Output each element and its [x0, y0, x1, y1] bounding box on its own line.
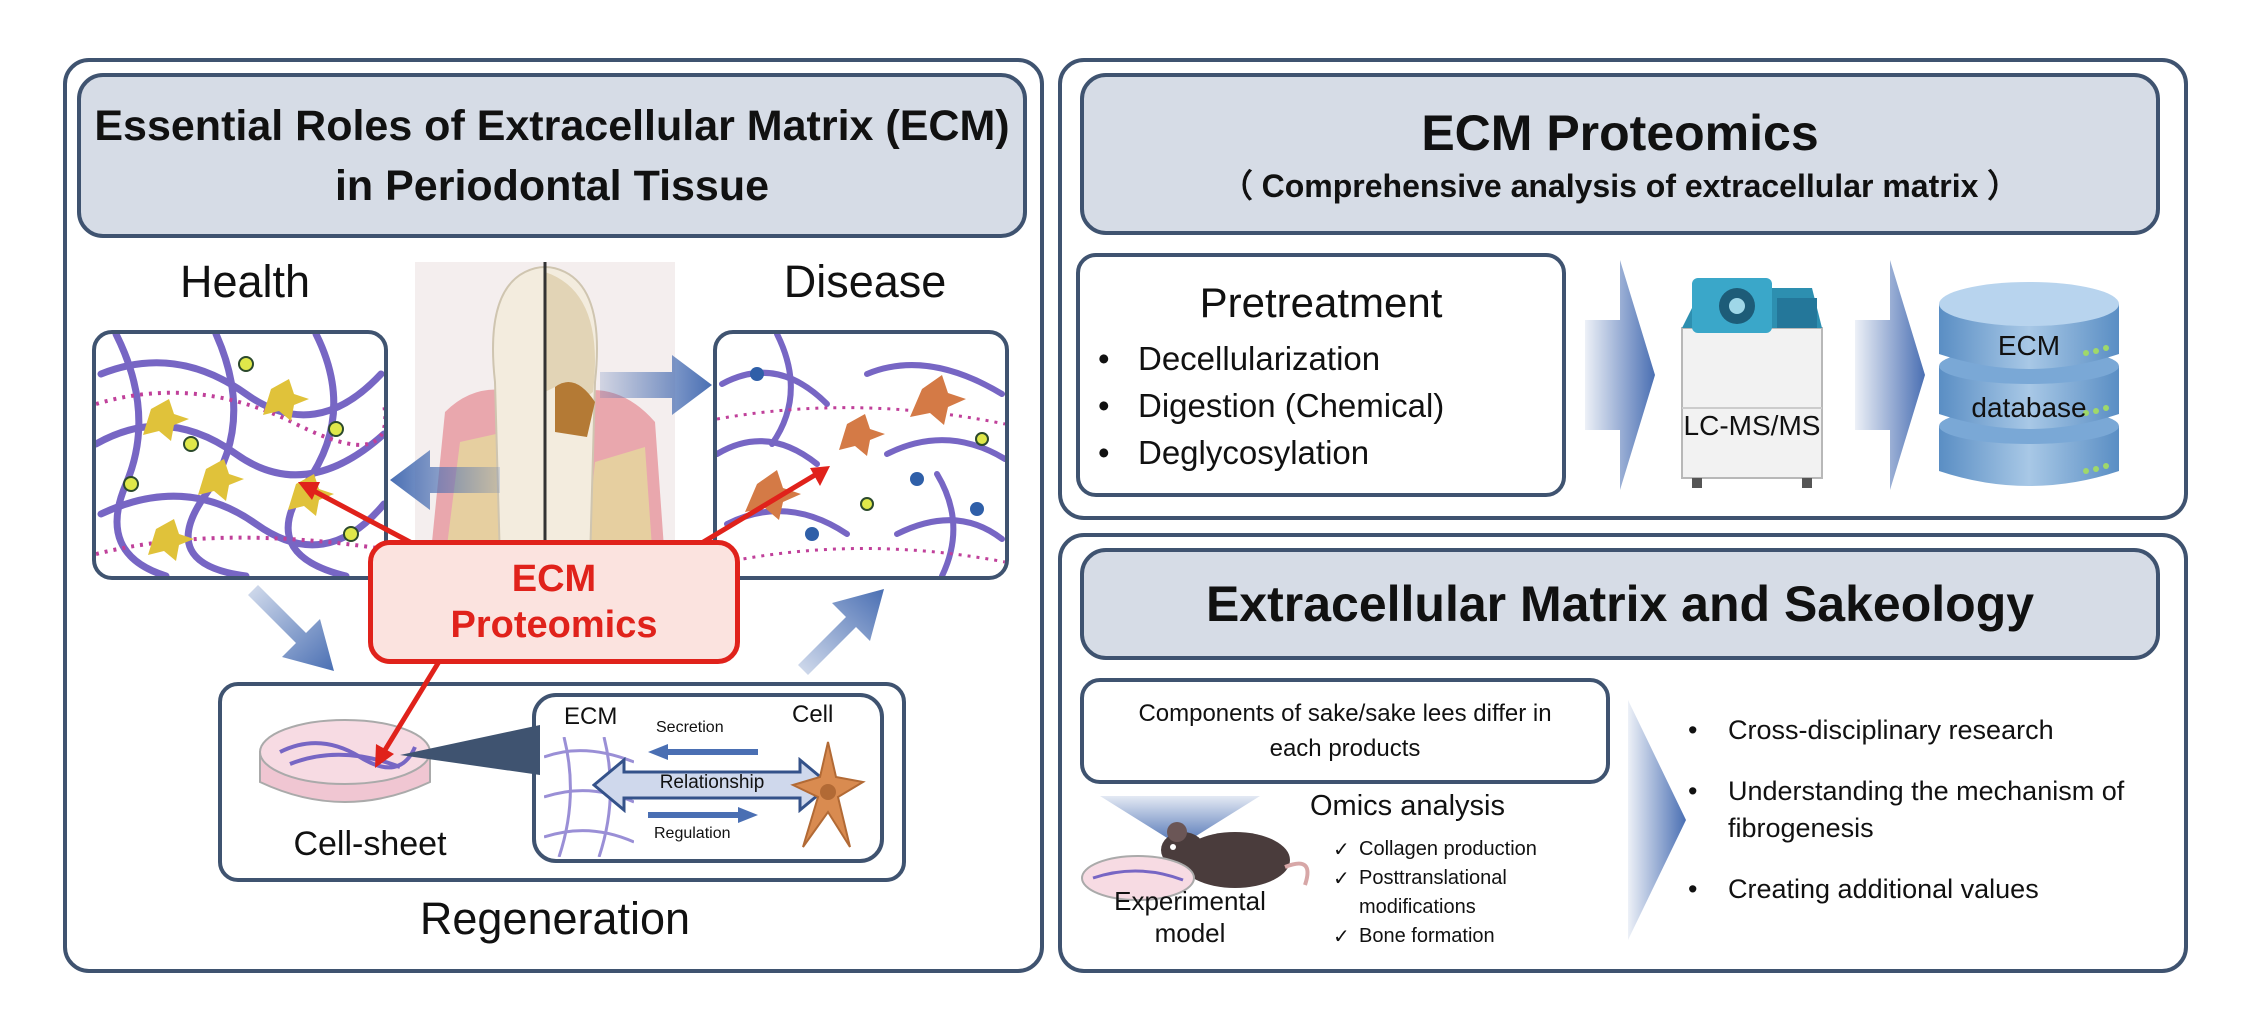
outcome-arrow — [1628, 700, 1686, 940]
pretreatment-steps: Decellularization Digestion (Chemical) D… — [1090, 335, 1562, 476]
pretreatment-box: Pretreatment Decellularization Digestion… — [1076, 253, 1566, 497]
sample-dish-icon — [1081, 855, 1195, 901]
omics-title: Omics analysis — [1310, 790, 1505, 822]
ecm-proteomics-center-box: ECM Proteomics — [368, 540, 740, 664]
regulation-arrow — [648, 807, 758, 823]
left-title: Essential Roles of Extracellular Matrix … — [94, 101, 1010, 210]
center-label-line1: ECM — [511, 558, 597, 600]
outcome-item: Creating additional values — [1680, 871, 2160, 908]
pretreatment-title: Pretreatment — [1199, 279, 1443, 326]
relationship-inset: ECM Cell Secretion Regulation Relationsh… — [532, 693, 884, 863]
proteomics-title: ECM Proteomics — [1421, 105, 1819, 161]
arrow-tooth-to-disease — [600, 355, 712, 415]
pretreatment-step: Deglycosylation — [1090, 429, 1562, 476]
omics-item: Collagen production — [1333, 835, 1593, 864]
database-label-line2: database — [1971, 392, 2087, 423]
arrow-regeneration-to-disease — [790, 589, 884, 675]
fibroblast-cell-icon — [790, 741, 866, 848]
culture-dish-icon — [259, 719, 431, 803]
mouse-icon — [1161, 822, 1310, 888]
components-text: Components of sake/sake lees differ in e… — [1138, 700, 1552, 762]
regeneration-label: Regeneration — [419, 893, 691, 944]
dish-zoom-connector — [400, 725, 540, 775]
experimental-model-label: Experimental model — [1114, 886, 1266, 948]
secretion-arrow — [648, 744, 758, 760]
proteomics-title-box: ECM Proteomics （ Comprehensive analysis … — [1080, 73, 2160, 235]
health-matrix-illustration — [96, 334, 384, 576]
instrument-label: LC-MS/MS — [1683, 410, 1821, 441]
omics-item: Bone formation — [1333, 922, 1593, 951]
lc-ms-instrument-icon — [1681, 278, 1823, 488]
omics-list: Collagen production Posttranslational mo… — [1333, 835, 1593, 951]
database-icon — [1939, 282, 2119, 486]
disease-label: Disease — [783, 256, 947, 307]
tooth-illustration — [415, 262, 675, 562]
sakeology-title: Extracellular Matrix and Sakeology — [1205, 576, 2035, 632]
sakeology-title-box: Extracellular Matrix and Sakeology — [1080, 548, 2160, 660]
outcome-list: Cross-disciplinary research Understandin… — [1680, 712, 2160, 908]
pretreatment-step: Decellularization — [1090, 335, 1562, 382]
proteomics-subtitle: （ Comprehensive analysis of extracellula… — [1220, 168, 2020, 204]
relationship-label: Relationship — [659, 772, 765, 793]
cell-sheet-label: Cell-sheet — [293, 825, 447, 863]
secretion-label: Secretion — [656, 719, 724, 736]
experiment-down-arrow — [1100, 796, 1260, 846]
inset-ecm-label: ECM — [564, 703, 618, 730]
regulation-label: Regulation — [654, 825, 731, 842]
outcome-item: Cross-disciplinary research — [1680, 712, 2160, 749]
database-label-line1: ECM — [1997, 330, 2061, 361]
pretreatment-step: Digestion (Chemical) — [1090, 382, 1562, 429]
omics-item: Posttranslational modifications — [1333, 864, 1593, 922]
health-matrix-box — [92, 330, 388, 580]
outcome-item: Understanding the mechanism of fibrogene… — [1680, 773, 2160, 847]
arrow-tooth-to-health — [390, 450, 500, 510]
arrow-health-to-regeneration — [240, 585, 334, 671]
left-title-box: Essential Roles of Extracellular Matrix … — [77, 73, 1027, 238]
flow-arrow-pretreatment — [1585, 260, 1655, 490]
components-box: Components of sake/sake lees differ in e… — [1080, 678, 1610, 784]
inset-cell-label: Cell — [792, 701, 834, 728]
flow-arrow-instrument — [1855, 260, 1925, 490]
center-label-line2: Proteomics — [450, 604, 658, 646]
disease-matrix-box — [713, 330, 1009, 580]
health-label: Health — [179, 256, 311, 307]
